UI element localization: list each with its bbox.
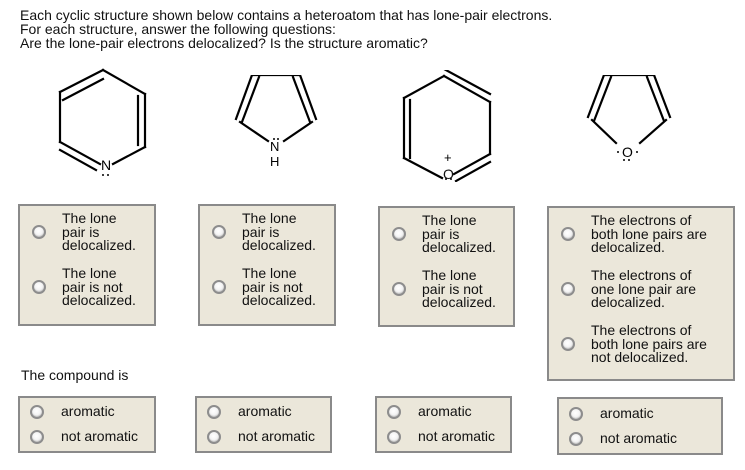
option-aromatic[interactable]: aromatic <box>20 405 154 419</box>
option-not-delocalized[interactable]: The lone pair is not delocalized. <box>380 267 513 310</box>
option-label: not aromatic <box>61 428 139 445</box>
option-label: aromatic <box>600 405 654 422</box>
furan-structure: O <box>582 75 682 165</box>
option-not-delocalized[interactable]: The lone pair is not delocalized. <box>20 265 154 308</box>
radio-button[interactable] <box>212 225 226 240</box>
option-label: not aromatic <box>418 428 496 445</box>
option-both-delocalized[interactable]: The electrons of both lone pairs are del… <box>549 212 733 255</box>
option-label: aromatic <box>238 403 292 420</box>
option-delocalized[interactable]: The lone pair is delocalized. <box>380 212 513 255</box>
radio-button[interactable] <box>392 282 406 297</box>
option-label: The electrons of both lone pairs are del… <box>591 212 707 255</box>
option-aromatic[interactable]: aromatic <box>197 405 330 419</box>
radio-button[interactable] <box>32 225 46 240</box>
aromaticity-question-4: aromatic not aromatic <box>557 397 723 455</box>
lone-pair-dots <box>445 178 455 182</box>
option-delocalized[interactable]: The lone pair is delocalized. <box>200 210 334 253</box>
delocalization-question-4: The electrons of both lone pairs are del… <box>547 206 735 381</box>
delocalization-question-3: The lone pair is delocalized. The lone p… <box>378 206 515 327</box>
hydrogen-atom: H <box>270 154 279 169</box>
aromaticity-question-3: aromatic not aromatic <box>375 396 512 453</box>
option-not-aromatic[interactable]: not aromatic <box>377 430 510 444</box>
option-one-delocalized[interactable]: The electrons of one lone pair are deloc… <box>549 267 733 310</box>
option-label: aromatic <box>418 403 472 420</box>
delocalization-question-1: The lone pair is delocalized. The lone p… <box>18 204 156 326</box>
option-both-not-delocalized[interactable]: The electrons of both lone pairs are not… <box>549 322 733 365</box>
delocalization-question-2: The lone pair is delocalized. The lone p… <box>198 204 336 326</box>
option-label: The lone pair is delocalized. <box>422 212 496 255</box>
option-not-delocalized[interactable]: The lone pair is not delocalized. <box>200 265 334 308</box>
oxygen-atom: O <box>443 166 454 182</box>
pyridine-structure: N <box>50 62 160 177</box>
option-not-aromatic[interactable]: not aromatic <box>559 432 721 446</box>
pyrrole-structure: N H <box>228 75 328 175</box>
option-not-aromatic[interactable]: not aromatic <box>197 430 330 444</box>
radio-button[interactable] <box>30 430 44 444</box>
radio-button[interactable] <box>30 405 44 419</box>
radio-button[interactable] <box>569 432 583 446</box>
radio-button[interactable] <box>561 337 575 352</box>
radio-button[interactable] <box>207 430 221 444</box>
radio-button[interactable] <box>387 430 401 444</box>
radio-button[interactable] <box>32 280 46 295</box>
option-label: not aromatic <box>238 428 316 445</box>
instruction-line-3: Are the lone-pair electrons delocalized?… <box>20 35 428 51</box>
instruction-line-2: For each structure, answer the following… <box>20 21 336 37</box>
option-aromatic[interactable]: aromatic <box>559 407 721 421</box>
option-label: The lone pair is not delocalized. <box>62 265 136 308</box>
radio-button[interactable] <box>207 405 221 419</box>
radio-button[interactable] <box>561 227 575 242</box>
option-label: The electrons of both lone pairs are not… <box>591 322 707 365</box>
instructions: Each cyclic structure shown below contai… <box>20 8 552 50</box>
radio-button[interactable] <box>569 407 583 421</box>
option-label: not aromatic <box>600 430 678 447</box>
radio-button[interactable] <box>392 227 406 242</box>
option-label: The lone pair is not delocalized. <box>422 267 496 310</box>
aromaticity-question-1: aromatic not aromatic <box>18 396 156 453</box>
nitrogen-atom: N <box>101 157 111 173</box>
option-label: aromatic <box>61 403 115 420</box>
radio-button[interactable] <box>561 282 575 297</box>
compound-label: The compound is <box>21 367 129 383</box>
positive-charge: + <box>444 150 452 165</box>
instruction-line-1: Each cyclic structure shown below contai… <box>20 7 553 23</box>
oxygen-atom: O <box>622 144 633 160</box>
option-not-aromatic[interactable]: not aromatic <box>20 430 154 444</box>
aromaticity-question-2: aromatic not aromatic <box>195 396 332 453</box>
nitrogen-atom: N <box>270 139 279 154</box>
radio-button[interactable] <box>387 405 401 419</box>
option-label: The lone pair is delocalized. <box>242 210 316 253</box>
option-delocalized[interactable]: The lone pair is delocalized. <box>20 210 154 253</box>
option-label: The electrons of one lone pair are deloc… <box>591 267 697 310</box>
option-label: The lone pair is not delocalized. <box>242 265 316 308</box>
option-label: The lone pair is delocalized. <box>62 210 136 253</box>
radio-button[interactable] <box>212 280 226 295</box>
option-aromatic[interactable]: aromatic <box>377 405 510 419</box>
pyrylium-structure: + O <box>396 70 506 182</box>
